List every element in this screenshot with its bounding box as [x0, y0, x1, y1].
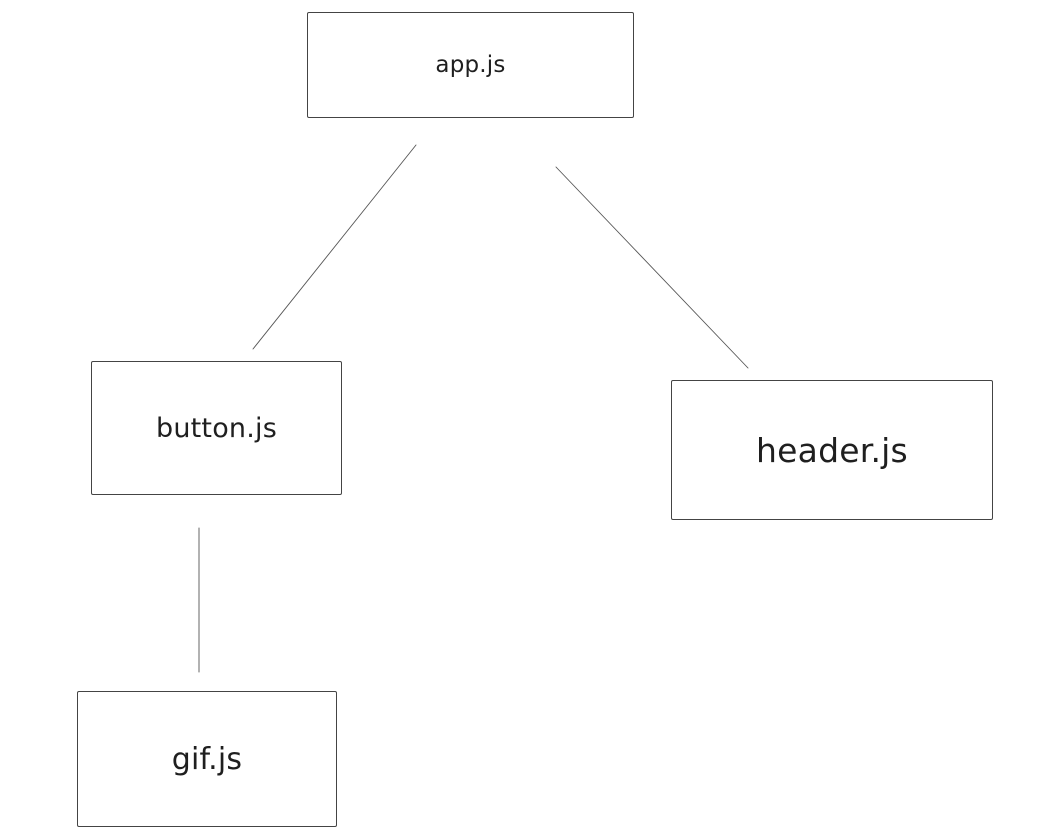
node-button-js-label: button.js [155, 412, 277, 444]
node-gif-js[interactable]: gif.js [77, 691, 337, 827]
node-app-js-label: app.js [435, 52, 506, 78]
node-header-js-label: header.js [756, 430, 908, 470]
node-app-js[interactable]: app.js [307, 12, 634, 118]
connector-app-to-button [252, 144, 417, 350]
connector-app-to-header [555, 166, 749, 369]
node-button-js[interactable]: button.js [91, 361, 342, 495]
node-gif-js-label: gif.js [171, 741, 243, 777]
node-header-js[interactable]: header.js [671, 380, 993, 520]
